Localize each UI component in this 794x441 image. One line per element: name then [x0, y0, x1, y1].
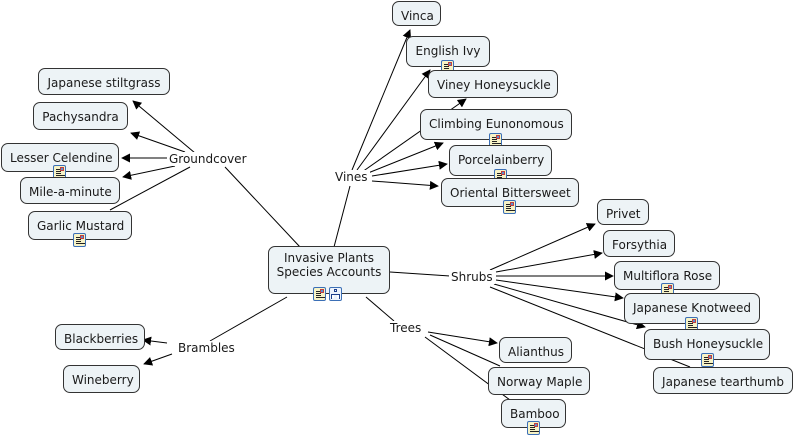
document-icon[interactable]: [701, 353, 714, 367]
concept-alianthus[interactable]: Alianthus: [499, 337, 572, 363]
linking-phrase-trees[interactable]: Trees: [388, 321, 424, 335]
document-icon[interactable]: [503, 200, 516, 214]
link-groundcover-mile-a-minute: [122, 165, 176, 180]
link-vines-english-ivy: [356, 69, 431, 171]
link-shrubs-bush-honeysuckle: [493, 283, 646, 330]
link-root-shrubs: [389, 271, 451, 277]
link-shrubs-privet: [489, 223, 596, 271]
link-vines-porcelainberry: [371, 160, 448, 177]
link-groundcover-pachysandra: [130, 131, 186, 153]
root-label-line1: Invasive Plants: [284, 251, 374, 265]
concept-mile-a-minute[interactable]: Mile-a-minute: [20, 177, 120, 204]
concept-norway-maple[interactable]: Norway Maple: [488, 367, 590, 395]
link-root-groundcover: [224, 166, 301, 248]
link-vines-vinca: [351, 29, 412, 171]
document-icon[interactable]: [685, 317, 698, 331]
concept-blackberries[interactable]: Blackberries: [55, 324, 145, 350]
submap-icon[interactable]: [329, 287, 342, 301]
link-vines-oriental-bittersweet: [371, 180, 439, 190]
concept-privet[interactable]: Privet: [597, 199, 649, 225]
link-trees-norway-maple: [429, 334, 501, 367]
concept-japanese-stiltgrass[interactable]: Japanese stiltgrass: [38, 68, 170, 95]
linking-phrase-groundcover[interactable]: Groundcover: [167, 152, 249, 166]
concept-wineberry[interactable]: Wineberry: [63, 365, 140, 393]
root-concept[interactable]: Invasive Plants Species Accounts: [268, 246, 390, 294]
linking-phrase-vines[interactable]: Vines: [333, 170, 370, 184]
linking-phrase-brambles[interactable]: Brambles: [176, 341, 237, 355]
link-vines-climbing-eunonomous: [367, 141, 444, 174]
concept-porcelainberry[interactable]: Porcelainberry: [449, 145, 552, 176]
document-icon[interactable]: [313, 287, 326, 301]
document-icon[interactable]: [527, 421, 540, 435]
root-label-line2: Species Accounts: [276, 265, 382, 279]
link-brambles-wineberry: [143, 353, 173, 366]
link-trees-alianthus: [427, 331, 498, 347]
concept-vinca[interactable]: Vinca: [392, 1, 441, 26]
concept-viney-honeysuckle[interactable]: Viney Honeysuckle: [428, 70, 558, 98]
link-groundcover-japanese-stiltgrass: [132, 100, 196, 154]
concept-japanese-tearthumb[interactable]: Japanese tearthumb: [653, 367, 793, 394]
link-root-trees: [365, 296, 395, 322]
link-shrubs-japanese-knotweed: [495, 279, 624, 302]
document-icon[interactable]: [73, 233, 86, 247]
concept-multiflora-rose[interactable]: Multiflora Rose: [614, 261, 720, 290]
link-shrubs-forsythia: [495, 249, 603, 273]
concept-forsythia[interactable]: Forsythia: [603, 230, 675, 257]
link-root-brambles: [209, 296, 288, 342]
link-groundcover-garlic-mustard: [109, 166, 191, 211]
link-root-vines: [333, 185, 351, 248]
link-brambles-blackberries: [142, 336, 168, 346]
linking-phrase-shrubs[interactable]: Shrubs: [449, 270, 495, 284]
concept-pachysandra[interactable]: Pachysandra: [33, 102, 128, 130]
